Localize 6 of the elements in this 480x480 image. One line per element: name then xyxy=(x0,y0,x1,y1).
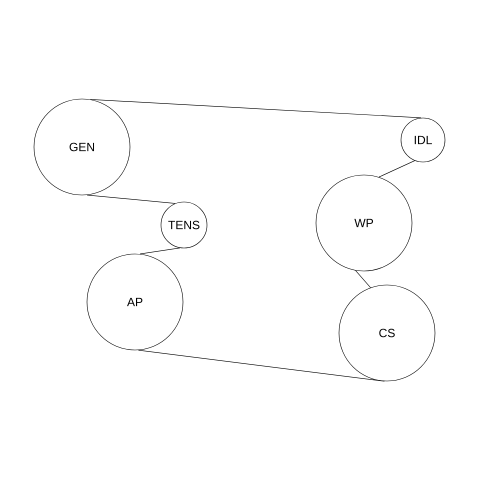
belt-line xyxy=(355,270,371,288)
belt-line xyxy=(86,194,176,204)
belt-line xyxy=(140,248,180,254)
belt-line xyxy=(90,99,422,118)
belt-line xyxy=(378,160,415,178)
belt-line xyxy=(138,350,385,382)
